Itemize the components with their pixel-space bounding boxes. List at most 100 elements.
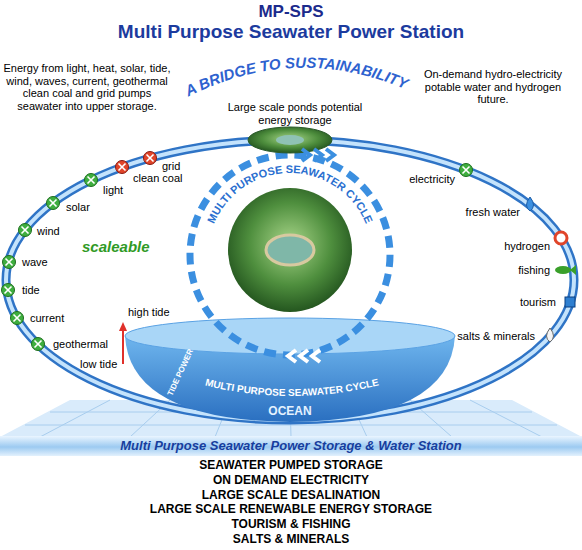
drop-icon [547,328,554,342]
icon-disc [144,152,157,165]
tourism-icon [565,297,575,307]
reservoir-photo [228,188,352,312]
tide-label: high tide [128,306,170,319]
output-label: hydrogen [504,240,550,253]
feature-item: SALTS & MINERALS [0,532,582,546]
icon-cross [463,167,470,174]
output-label: fresh water [466,206,520,219]
source-icon [555,265,576,275]
ocean-label: OCEAN [240,404,340,418]
arched-slogan: A BRIDGE TO SUSTAINABILITY [181,54,412,100]
icon-cross [35,341,42,348]
fish-icon [555,266,571,274]
cycle-label: MULTI PURPOSE SEAWATER CYCLE [205,163,375,225]
source-icon [144,152,157,165]
icon-cross [5,287,12,294]
icon-cross [147,155,154,162]
tide-power-label: TIDE POWER [165,347,195,397]
reservoir-pond [266,235,314,265]
source-icon [116,161,129,174]
feature-item: LARGE SCALE DESALINATION [0,488,582,502]
basin-surface [125,318,455,354]
banner-text: Multi Purpose Seawater Power Storage & W… [0,438,582,454]
subtitle: Multi Purpose Seawater Power Station [0,21,582,43]
feature-item: SEAWATER PUMPED STORAGE [0,458,582,472]
tide-arrow [122,330,124,364]
icon-cross [6,259,13,266]
icon-cross [5,287,12,294]
storage-note: Large scale ponds potential energy stora… [218,101,372,126]
icon-cross [35,341,42,348]
source-icon [47,197,60,210]
scaleable-tag: scaleable [82,238,150,255]
input-label: geothermal [53,338,108,351]
input-label: grid [162,160,180,173]
icon-disc [47,197,60,210]
output-label: fishing [518,264,550,277]
return-chevrons [288,350,320,362]
icon-cross [50,200,57,207]
upper-pond [248,127,332,153]
source-icon [32,338,45,351]
arched-slogan: A BRIDGE TO SUSTAINABILITY [181,54,412,100]
icon-cross [88,177,95,184]
output-label: salts & minerals [457,330,535,343]
intro-note: Energy from light, heat, solar, tide, wi… [3,62,171,112]
source-icon [547,328,554,342]
icon-cross [147,155,154,162]
icon-disc [116,161,129,174]
source-icon [85,174,98,187]
drop-icon [527,197,534,211]
source-icon [3,256,16,269]
feature-item: LARGE SCALE RENEWABLE ENERGY STORAGE [0,502,582,516]
source-icon [19,224,32,237]
icon-disc [32,338,45,351]
cycle-label: MULTI PURPOSE SEAWATER CYCLE [204,376,380,398]
source-icon [565,297,575,307]
input-label: solar [66,201,90,214]
icon-cross [22,227,29,234]
input-label: tide [22,284,40,297]
flow-chevrons [302,149,334,161]
input-label: current [30,312,64,325]
feature-item: TOURISM & FISHING [0,517,582,531]
input-label: wave [22,256,48,269]
output-label: tourism [520,296,556,309]
icon-disc [11,312,24,325]
tide-arrowhead [119,322,127,331]
output-label: electricity [409,173,455,186]
hydrogen-icon [555,232,567,244]
source-icon [2,284,15,297]
feature-item: ON DEMAND ELECTRICITY [0,473,582,487]
cycle-label: MULTI PURPOSE SEAWATER CYCLE [204,376,380,398]
input-label: light [103,184,123,197]
source-icon [527,197,534,211]
banner-band: Multi Purpose Seawater Power Storage & W… [0,436,582,456]
input-label: clean coal [133,172,183,185]
icon-cross [14,315,21,322]
icon-disc [3,256,16,269]
tide-label: low tide [80,358,117,371]
input-label: wind [37,225,60,238]
icon-cross [50,200,57,207]
cycle-label: MULTI PURPOSE SEAWATER CYCLE [205,163,375,225]
title: MP-SPS [0,2,582,22]
fish-tail [570,265,576,275]
source-icon [555,232,567,244]
upper-pond-water [276,135,304,145]
icon-disc [19,224,32,237]
icon-cross [119,164,126,171]
output-note: On-demand hydro-electricity potable wate… [420,68,566,106]
icon-cross [6,259,13,266]
icon-cross [22,227,29,234]
icon-disc [460,164,473,177]
icon-cross [119,164,126,171]
source-icon [460,164,473,177]
cycle-ring [190,155,390,355]
icon-cross [463,167,470,174]
source-icon [11,312,24,325]
icon-cross [14,315,21,322]
icon-disc [2,284,15,297]
icon-disc [85,174,98,187]
